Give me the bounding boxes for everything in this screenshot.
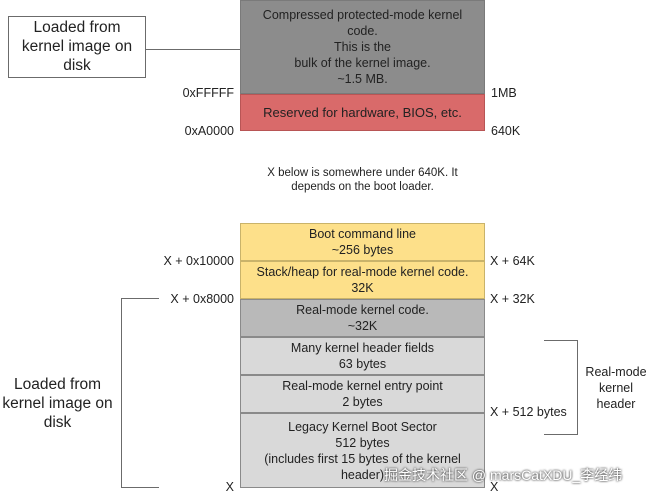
size-x-32k: X + 32K (490, 292, 535, 306)
watermark: 掘金技术社区 @ marsCatXDU_李经纬 (384, 467, 623, 483)
bracket-right-vertical (577, 340, 578, 435)
stack-heap-block: Stack/heap for real-mode kernel code. 32… (240, 261, 485, 299)
real-mode-kernel-header-label: Real-mode kernel header (585, 365, 647, 411)
real-mode-entry-point-block: Real-mode kernel entry point 2 bytes (240, 375, 485, 413)
addr-x: X (225, 480, 234, 494)
loaded-from-disk-label-top: Loaded from kernel image on disk (21, 19, 133, 74)
real-mode-kernel-code-block: Real-mode kernel code. ~32K (240, 299, 485, 337)
boot-loader-note: X below is somewhere under 640K. It depe… (267, 167, 458, 193)
reserved-block: Reserved for hardware, BIOS, etc. (240, 94, 485, 131)
size-640k: 640K (491, 124, 521, 138)
loaded-from-disk-box-top (8, 16, 146, 78)
size-x-64k: X + 64K (490, 254, 535, 268)
compressed-kernel-block: Compressed protected-mode kernel code. T… (240, 0, 485, 94)
connector-line-top (146, 49, 240, 50)
size-x: X (490, 480, 499, 494)
bracket-right-bottom (544, 434, 578, 435)
loaded-from-disk-label-bottom: Loaded from kernel image on disk (2, 376, 113, 431)
size-1mb: 1MB (491, 86, 517, 100)
addr-0xa0000: 0xA0000 (184, 124, 234, 138)
bracket-left-vertical (121, 298, 122, 488)
legacy-boot-sector-block: Legacy Kernel Boot Sector 512 bytes (inc… (240, 413, 485, 488)
bracket-left-bottom (121, 487, 159, 488)
size-x-512-bytes: X + 512 bytes (490, 405, 567, 419)
kernel-header-fields-block: Many kernel header fields 63 bytes (240, 337, 485, 375)
boot-command-line-block: Boot command line ~256 bytes (240, 223, 485, 261)
addr-x-0x8000: X + 0x8000 (170, 292, 234, 306)
addr-0xfffff: 0xFFFFF (182, 86, 234, 100)
bracket-right-top (544, 340, 578, 341)
bracket-left-top (121, 298, 159, 299)
addr-x-0x10000: X + 0x10000 (163, 254, 234, 268)
